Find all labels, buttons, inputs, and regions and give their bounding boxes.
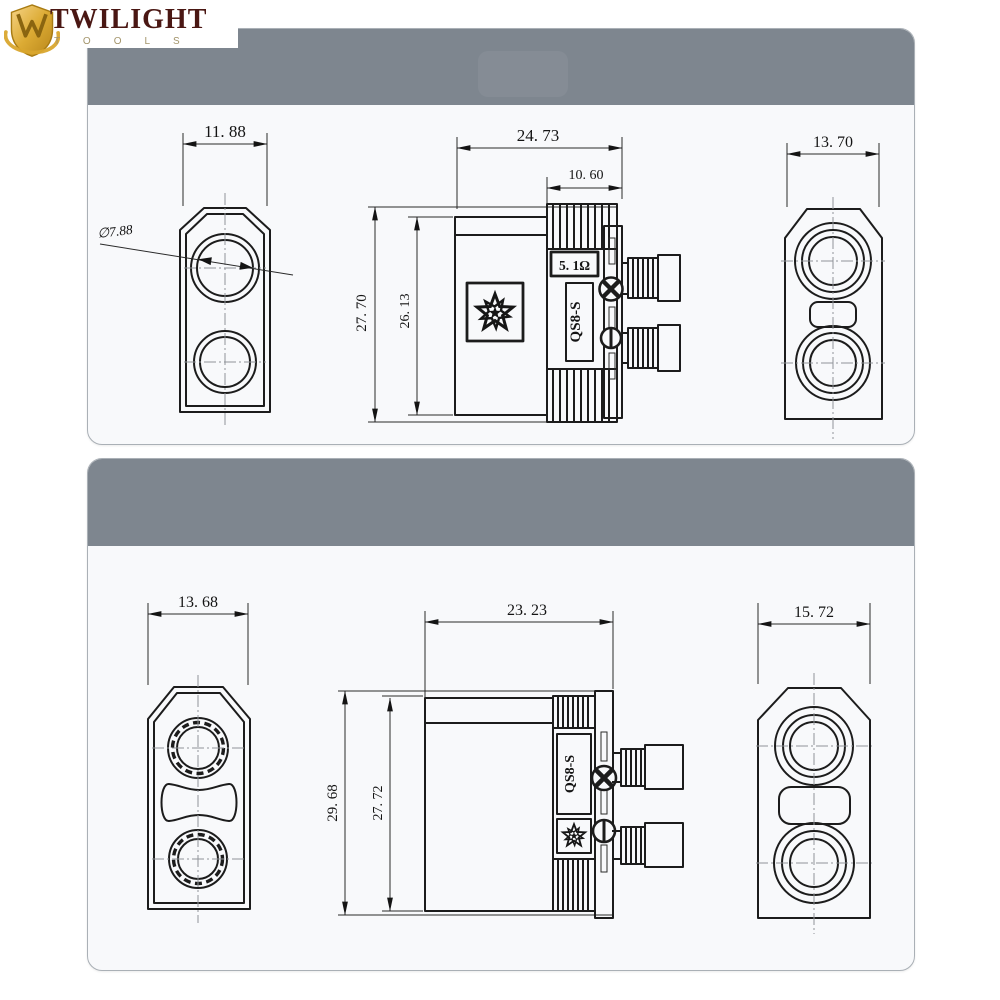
side-view-bottom: 23. 23 29. 68 27. 72 QS8-S	[325, 602, 684, 919]
brand-logo: TWILIGHT TOOLS	[0, 0, 270, 62]
resistor-label-top: 5. 1Ω	[559, 258, 590, 273]
bullet-terminal-bottom-upper	[612, 744, 684, 790]
brand-splat-mark	[561, 822, 588, 849]
dim-top-rear-width: 13. 70	[813, 134, 853, 151]
technical-drawing-bottom: 13. 68 23. 23 29. 68	[147, 594, 872, 934]
dim-top-front-width: 11. 88	[204, 122, 246, 141]
watermark-smudge	[478, 51, 568, 97]
dim-bottom-side-overall-width: 23. 23	[507, 602, 547, 619]
drawing-panel-top: 11. 88 ∅7.88 24. 73 10. 60	[87, 28, 915, 445]
model-label-bottom: QS8-S	[563, 755, 578, 793]
brand-shield-icon	[4, 4, 60, 58]
dim-bottom-rear-width: 15. 72	[794, 604, 834, 621]
front-view-top: 11. 88 ∅7.88	[97, 122, 294, 428]
dim-bottom-side-body-height: 27. 72	[371, 786, 386, 821]
rear-view-bottom: 15. 72	[756, 603, 872, 934]
rear-view-top: 13. 70	[781, 134, 885, 439]
bullet-terminal-bottom-lower	[612, 822, 684, 868]
model-label-top: QS8-S	[568, 302, 584, 343]
front-view-bottom: 13. 68	[147, 594, 251, 923]
bullet-terminal-top-lower	[621, 324, 681, 372]
dim-top-side-overall-width: 24. 73	[517, 126, 560, 145]
technical-drawing-top: 11. 88 ∅7.88 24. 73 10. 60	[97, 122, 885, 439]
brand-name: TWILIGHT	[50, 4, 208, 35]
brand-splat-mark	[474, 290, 517, 333]
side-view-top: 24. 73 10. 60 27. 70 26. 13 5. 1Ω QS8-S	[354, 126, 681, 423]
drawing-panel-bottom: 13. 68 23. 23 29. 68	[87, 458, 915, 971]
dim-top-side-overall-height: 27. 70	[354, 294, 370, 332]
bullet-terminal-top-upper	[621, 254, 681, 302]
dim-top-side-head-width: 10. 60	[569, 168, 604, 183]
panel-bottom-header-bar	[88, 459, 914, 546]
dim-top-front-hole-dia: ∅7.88	[97, 222, 134, 241]
dim-bottom-front-width: 13. 68	[178, 594, 218, 611]
dim-bottom-side-overall-height: 29. 68	[325, 784, 341, 822]
dim-top-side-body-height: 26. 13	[398, 294, 413, 329]
brand-tagline: TOOLS	[54, 36, 203, 47]
